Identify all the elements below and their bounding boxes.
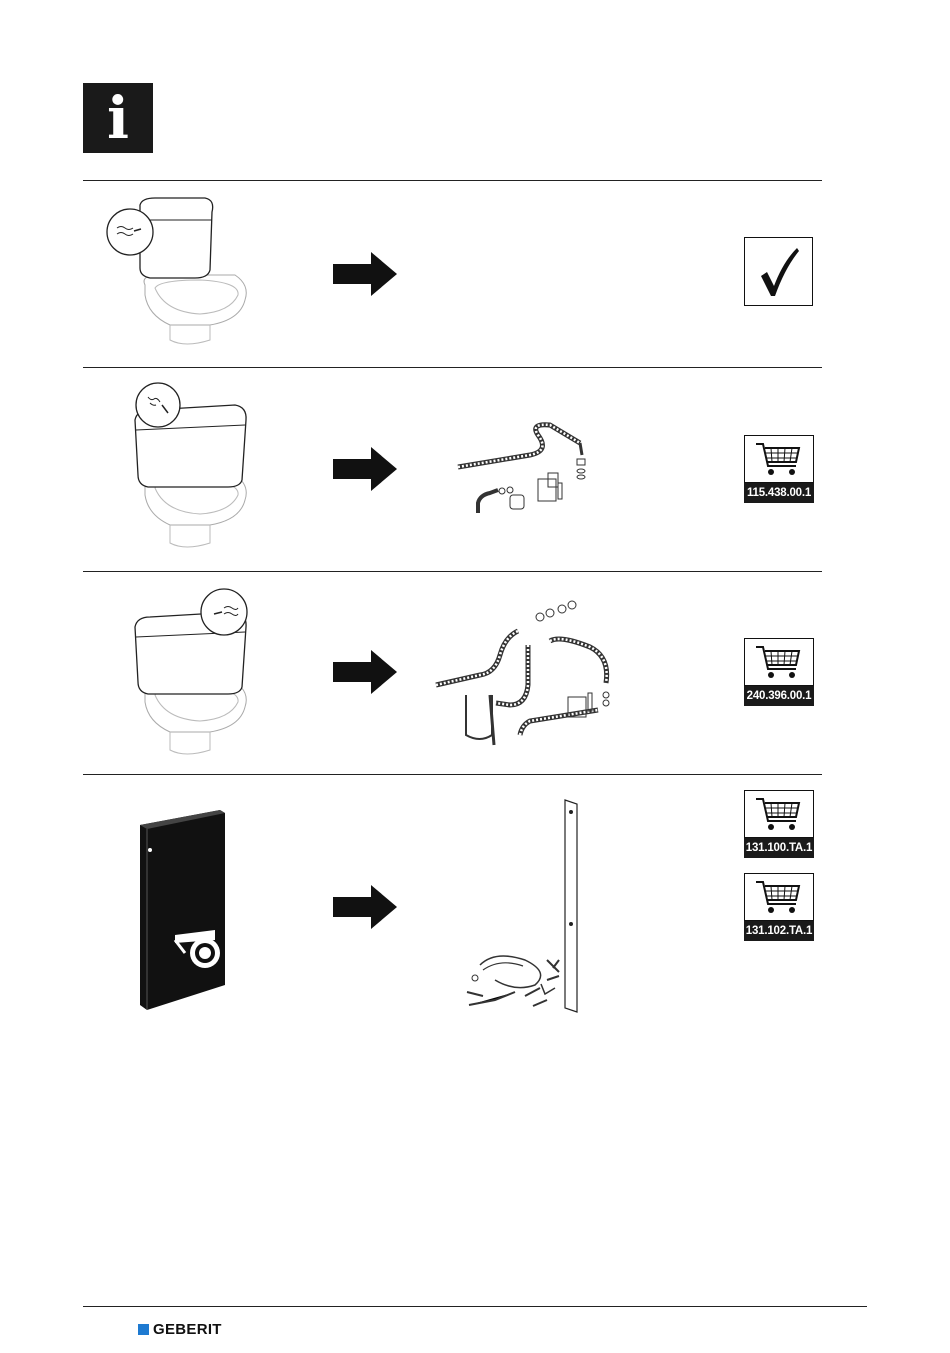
fixing-kit-illustration <box>455 800 595 1020</box>
row-divider <box>83 180 822 181</box>
cart-icon <box>744 873 814 921</box>
arrow-right-icon <box>333 252 397 296</box>
part-number: 131.100.TA.1 <box>744 838 814 858</box>
part-number: 240.396.00.1 <box>744 686 814 706</box>
cistern-side-inlet-left-illustration <box>100 190 260 355</box>
cistern-top-inlet-illustration <box>100 375 260 560</box>
cistern-side-inlet-right-illustration <box>100 582 260 762</box>
order-badge: 131.102.TA.1 <box>744 873 814 941</box>
order-badge: 115.438.00.1 <box>744 435 814 503</box>
part-number: 131.102.TA.1 <box>744 921 814 941</box>
brand-logo: GEBERIT <box>138 1321 222 1338</box>
arrow-right-icon <box>333 447 397 491</box>
row-divider <box>83 774 822 775</box>
order-badge: 240.396.00.1 <box>744 638 814 706</box>
brand-name: GEBERIT <box>153 1321 222 1338</box>
part-number: 115.438.00.1 <box>744 483 814 503</box>
check-icon <box>744 237 813 306</box>
inlet-hose-kit-extended-illustration <box>430 595 620 750</box>
row-divider <box>83 571 822 572</box>
arrow-right-icon <box>333 885 397 929</box>
cart-icon <box>744 790 814 838</box>
info-icon: i <box>83 83 153 153</box>
monolith-module-illustration <box>135 805 235 1015</box>
row-divider <box>83 367 822 368</box>
arrow-right-icon <box>333 650 397 694</box>
cart-icon <box>744 435 814 483</box>
cart-icon <box>744 638 814 686</box>
footer-divider <box>83 1306 867 1307</box>
inlet-hose-kit-illustration <box>450 415 600 525</box>
order-badge: 131.100.TA.1 <box>744 790 814 858</box>
logo-square-icon <box>138 1324 149 1335</box>
